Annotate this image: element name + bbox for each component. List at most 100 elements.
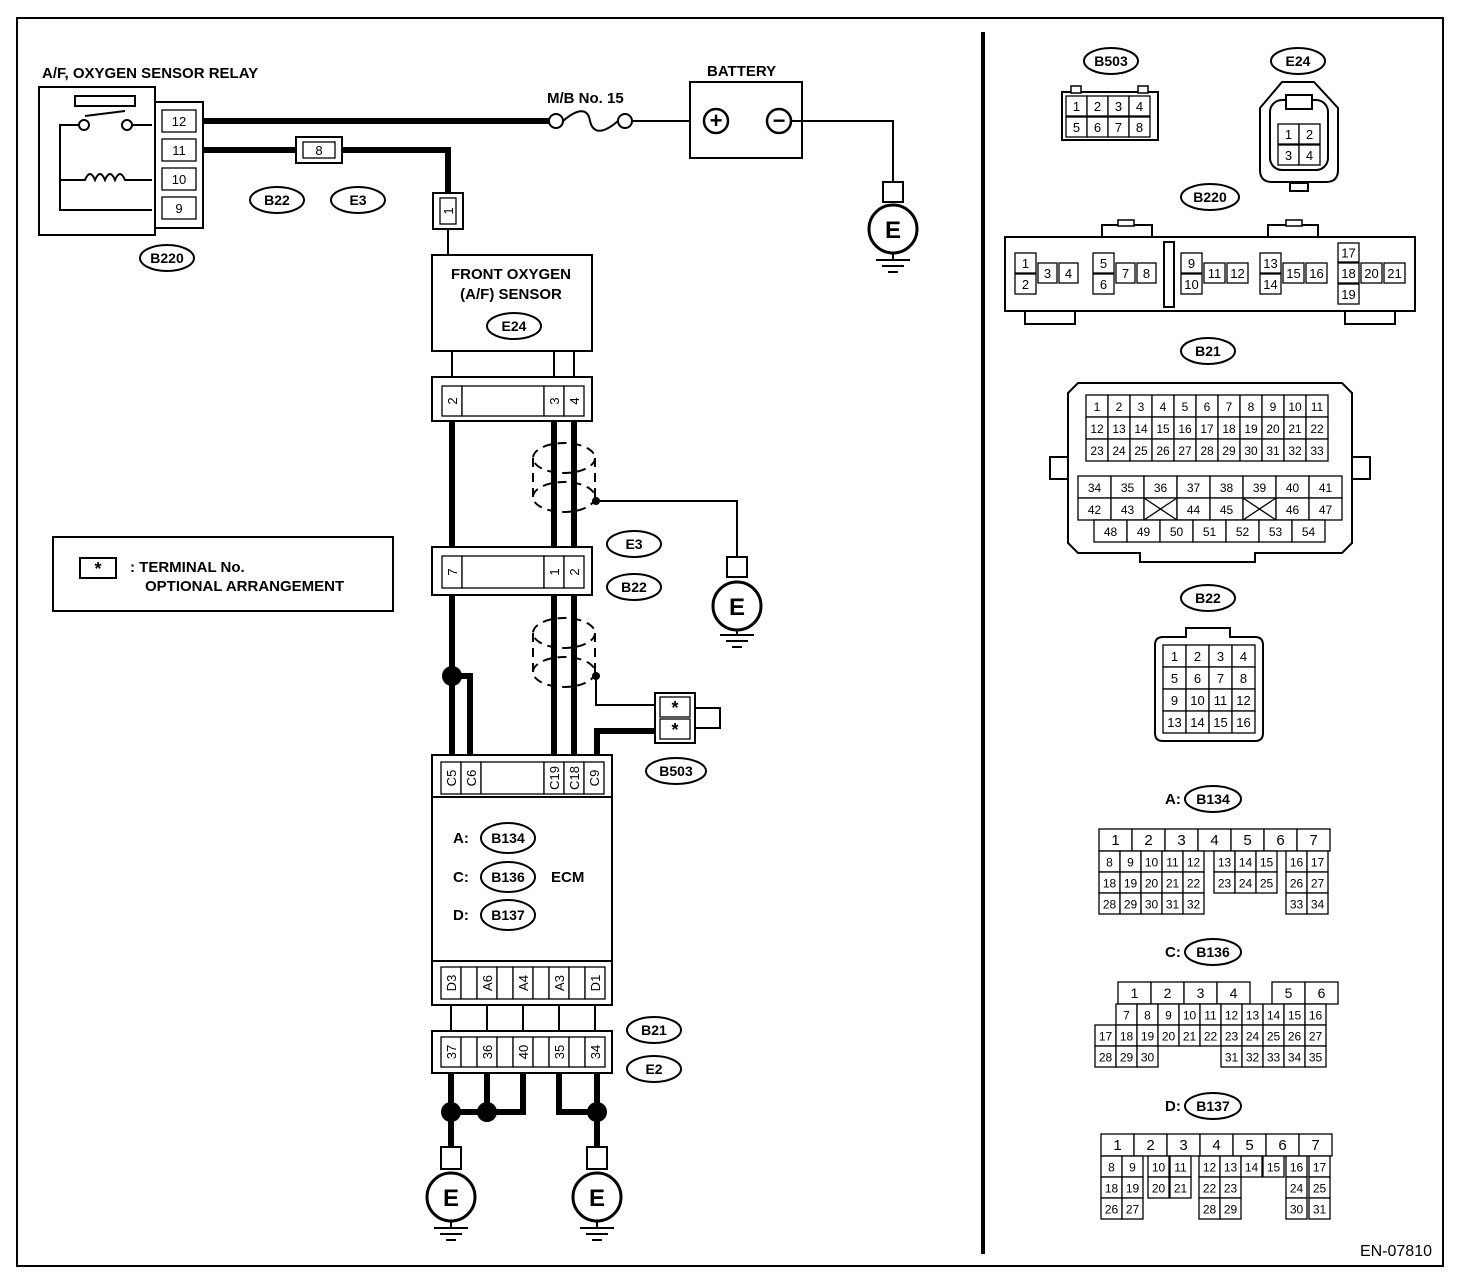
svg-text:A6: A6 xyxy=(480,975,495,991)
pin-number: 19 xyxy=(1141,1030,1155,1044)
pin-number: 3 xyxy=(1217,649,1224,664)
pin-number: 51 xyxy=(1203,525,1217,539)
pin-number: 14 xyxy=(1134,422,1148,436)
pin-number: 29 xyxy=(1124,898,1138,912)
face-label-b503 xyxy=(1083,47,1139,75)
pin-number: 28 xyxy=(1203,1203,1217,1217)
pin-number: 1 xyxy=(1285,127,1292,142)
svg-text:E: E xyxy=(443,1185,459,1212)
svg-text:C:: C: xyxy=(1165,944,1181,961)
pin-number: 12 xyxy=(1203,1161,1217,1175)
pin-number: 35 xyxy=(1121,481,1135,495)
svg-text:*: * xyxy=(94,559,101,579)
svg-text:7: 7 xyxy=(445,568,460,575)
battery-minus-terminal xyxy=(765,107,793,135)
ground-ecm-left: E xyxy=(425,1146,477,1241)
pin-number: 11 xyxy=(1166,856,1179,870)
pin-number: 9 xyxy=(1165,1009,1172,1023)
relay-pin: 9 xyxy=(175,201,182,216)
pin-number: 4 xyxy=(1136,99,1143,114)
pin-number: 8 xyxy=(1143,266,1150,281)
pin-number: 41 xyxy=(1319,481,1333,495)
pin-number: 9 xyxy=(1270,400,1277,414)
legend: * : TERMINAL No. OPTIONAL ARRANGEMENT xyxy=(52,536,394,612)
pin-number: 6 xyxy=(1094,120,1101,135)
pin-number: 26 xyxy=(1156,444,1170,458)
pin-number: 24 xyxy=(1290,1182,1304,1196)
pin-number: 25 xyxy=(1313,1182,1327,1196)
pin-number: 12 xyxy=(1230,266,1244,281)
pin-cell xyxy=(1121,1197,1144,1220)
pin-number: 7 xyxy=(1311,1137,1319,1154)
pin-number: 31 xyxy=(1313,1203,1327,1217)
pin-number: 7 xyxy=(1226,400,1233,414)
pin-number: 13 xyxy=(1218,856,1232,870)
svg-text:B22: B22 xyxy=(1195,590,1221,606)
svg-text:−: − xyxy=(773,108,786,133)
pin-number: 8 xyxy=(1144,1009,1151,1023)
pin-cell xyxy=(1058,262,1079,284)
pin-number: 37 xyxy=(1187,481,1201,495)
pin-number: 40 xyxy=(1286,481,1300,495)
relay-pin: 10 xyxy=(172,172,186,187)
pin-number: 31 xyxy=(1166,898,1180,912)
pin-number: 24 xyxy=(1112,444,1126,458)
face-label-b22 xyxy=(1180,584,1236,612)
connector-label-e2 xyxy=(626,1055,682,1083)
pin-number: 27 xyxy=(1309,1030,1323,1044)
pin-number: 12 xyxy=(1236,693,1250,708)
pin-number: 15 xyxy=(1286,266,1300,281)
pin-number: 18 xyxy=(1105,1182,1119,1196)
pin-number: 33 xyxy=(1310,444,1324,458)
pin-number: 24 xyxy=(1239,877,1253,891)
connector-label-b220 xyxy=(139,244,195,272)
pin-number: 23 xyxy=(1090,444,1104,458)
face-label-b134 xyxy=(1184,785,1242,813)
pin-number: 1 xyxy=(1171,649,1178,664)
pin-cell xyxy=(1306,892,1329,915)
pin-number: 2 xyxy=(1116,400,1123,414)
svg-text:40: 40 xyxy=(516,1045,531,1059)
pin-number: 11 xyxy=(1214,693,1228,708)
face-label-e24 xyxy=(1270,47,1326,75)
relay-pin: 11 xyxy=(172,143,186,158)
svg-text:34: 34 xyxy=(588,1045,603,1059)
svg-text:E: E xyxy=(589,1185,605,1212)
pin-number: 29 xyxy=(1120,1051,1134,1065)
pin-number: 33 xyxy=(1290,898,1304,912)
svg-text:2: 2 xyxy=(567,568,582,575)
pin-number: 18 xyxy=(1120,1030,1134,1044)
face-label-b220 xyxy=(1180,183,1240,211)
pin-number: 19 xyxy=(1244,422,1258,436)
pin-number: 4 xyxy=(1160,400,1167,414)
pin-number: 13 xyxy=(1263,256,1277,271)
pin-number: 20 xyxy=(1266,422,1280,436)
pin-number: 26 xyxy=(1290,877,1304,891)
pin-number: 22 xyxy=(1187,877,1201,891)
pin-cell xyxy=(1037,262,1058,284)
pin-number: 17 xyxy=(1313,1161,1327,1175)
pin-cell xyxy=(1231,710,1256,734)
pin-number: 32 xyxy=(1288,444,1302,458)
pin-number: 21 xyxy=(1183,1030,1197,1044)
pin-number: 13 xyxy=(1224,1161,1238,1175)
pin-number: 2 xyxy=(1194,649,1201,664)
fuse xyxy=(548,110,633,132)
pin-number: 5 xyxy=(1100,256,1107,271)
svg-text:D:: D: xyxy=(453,907,469,924)
pin-number: 4 xyxy=(1306,148,1313,163)
pin-cell xyxy=(1014,252,1037,274)
pin-number: 9 xyxy=(1129,1161,1136,1175)
pin-number: 26 xyxy=(1105,1203,1119,1217)
pin-number: 7 xyxy=(1122,266,1129,281)
pin-number: 11 xyxy=(1174,1161,1187,1175)
svg-text:B220: B220 xyxy=(1193,189,1227,205)
pin-number: 30 xyxy=(1145,898,1159,912)
pin-number: 16 xyxy=(1309,1009,1323,1023)
pin-number: 17 xyxy=(1311,856,1325,870)
diagram-frame xyxy=(16,17,1444,1267)
svg-text:+: + xyxy=(710,108,723,133)
pin-number: 43 xyxy=(1121,503,1135,517)
